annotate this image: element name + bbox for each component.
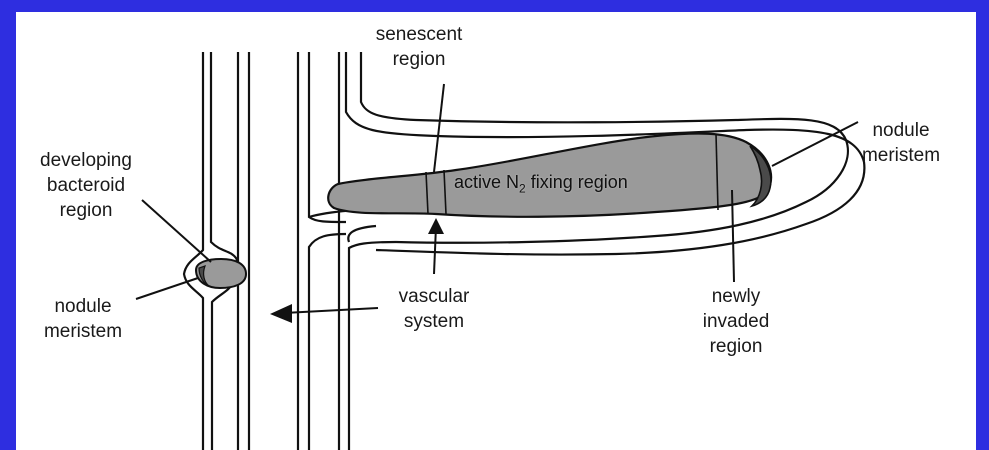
label-vascular-system: vascular system — [374, 284, 494, 334]
small-nodule — [196, 259, 246, 288]
left-root — [184, 52, 249, 450]
label-senescent-region: senescent region — [359, 22, 479, 72]
label-nodule-meristem-left: nodule meristem — [18, 294, 148, 344]
label-nodule-meristem-right: nodule meristem — [836, 118, 966, 168]
nodule-diagram — [16, 12, 976, 450]
label-developing-bacteroid-region: developing bacteroid region — [16, 148, 156, 223]
label-active-fixing-region: active N2 fixing region — [454, 172, 628, 196]
diagram-panel: senescent region nodule meristem develop… — [16, 12, 976, 450]
label-newly-invaded-region: newly invaded region — [676, 284, 796, 359]
